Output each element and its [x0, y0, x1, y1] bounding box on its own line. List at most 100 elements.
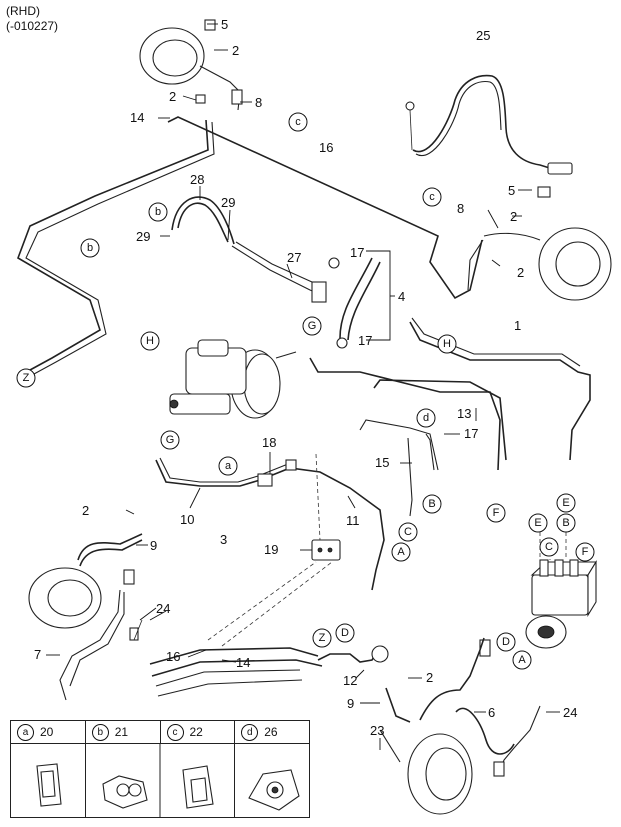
part-number-16-top: 16 [319, 140, 333, 155]
legend-header-d: d 26 [235, 721, 309, 743]
part-number-4: 4 [398, 289, 405, 304]
connector-D-lower: D [341, 627, 349, 639]
part-number-24-left: 24 [156, 601, 170, 616]
legend-letter-circle: a [17, 723, 34, 741]
part-number-25: 25 [476, 28, 490, 43]
legend-part-26: 26 [264, 725, 278, 739]
connector-F-pipe: F [493, 507, 500, 519]
part-number-11: 11 [346, 513, 360, 528]
part-number-2-bottom: 2 [426, 670, 433, 685]
connector-B-pipe: B [428, 498, 435, 510]
part-number-19: 19 [264, 542, 278, 557]
connector-F-abs: F [582, 546, 589, 558]
part-number-13: 13 [457, 406, 471, 421]
legend-letter-circle: b [91, 723, 109, 741]
connector-b-upper: b [155, 206, 161, 218]
part-number-14-lower: 14 [236, 655, 250, 670]
connector-H-left: H [146, 335, 154, 347]
part-number-28: 28 [190, 172, 204, 187]
legend-part-21: 21 [114, 725, 129, 739]
legend-letter-circle: d [241, 723, 259, 741]
part-number-23: 23 [370, 723, 384, 738]
master-cylinder-booster [169, 339, 297, 419]
legend-header-a: a 20 [11, 721, 86, 743]
top-left-backing-plate [139, 19, 243, 111]
connector-D-abs: D [502, 636, 510, 648]
connector-markers [16, 112, 595, 670]
part-number-12: 12 [343, 673, 357, 688]
clip-legend-table: a 20 b 21 c 22 d 26 [10, 720, 310, 818]
connector-a: a [225, 460, 232, 472]
part-number-17-mid: 17 [464, 426, 478, 441]
clip-22-icon [182, 765, 214, 809]
connector-A-abs: A [518, 654, 526, 666]
part-number-2-right-upper: 2 [510, 209, 517, 224]
part-number-17-lower: 17 [358, 333, 372, 348]
part-number-15: 15 [375, 455, 389, 470]
brake-pipes-13-17 [309, 357, 507, 517]
part-number-8-top: 8 [255, 95, 262, 110]
connector-Z-left: Z [23, 372, 30, 384]
part-number-14-top: 14 [130, 110, 144, 125]
legend-letter-c: c [172, 726, 178, 738]
brake-pipe-16 [17, 116, 483, 375]
legend-letter-a: a [22, 726, 29, 738]
rear-disc-assembly [379, 637, 541, 815]
brake-hose-4 [328, 257, 381, 349]
brake-hose-25 [405, 74, 573, 175]
connector-b-left: b [87, 242, 93, 254]
legend-header-c: c 22 [161, 721, 236, 743]
part-number-27: 27 [287, 250, 301, 265]
part-number-24-right: 24 [563, 705, 577, 720]
clip-20-icon [36, 763, 62, 807]
connector-C-pipe: C [404, 526, 412, 538]
legend-letter-d: d [246, 726, 253, 738]
part-number-7: 7 [34, 647, 41, 662]
connector-E-pipe: E [562, 497, 569, 509]
part-number-1: 1 [514, 318, 521, 333]
part-number-2-upper-left: 2 [169, 89, 176, 104]
part-number-29-upper: 29 [221, 195, 235, 210]
legend-part-20: 20 [40, 725, 54, 739]
part-number-8-right: 8 [457, 201, 464, 216]
variant-label: (RHD) [6, 4, 40, 18]
legend-part-22: 22 [189, 725, 203, 739]
connector-E-abs: E [534, 517, 541, 529]
legend-clip-illustrations [36, 744, 300, 818]
connector-c-right: c [429, 191, 435, 203]
brake-pipes-10-11 [155, 453, 385, 591]
part-number-3: 3 [220, 532, 227, 547]
left-wheel-assembly [28, 533, 143, 701]
connector-G-upper: G [308, 320, 317, 332]
part-number-2-top: 2 [232, 43, 239, 58]
connector-C-abs: C [545, 541, 553, 553]
connector-c-upper: c [295, 116, 301, 128]
brake-pipe-1 [409, 317, 591, 461]
leader-17-bracket [366, 250, 391, 341]
legend-header-b: b 21 [86, 721, 161, 743]
connector-G-lower: G [166, 434, 175, 446]
connector-Z-lower: Z [319, 632, 326, 644]
part-number-6: 6 [488, 705, 495, 720]
clip-21-icon [102, 775, 148, 809]
connector-H-right: H [443, 338, 451, 350]
part-number-5-top: 5 [221, 17, 228, 32]
part-number-9-left: 9 [150, 538, 157, 553]
part-number-18: 18 [262, 435, 276, 450]
connector-A-pipe: A [397, 546, 405, 558]
part-number-2-left: 2 [82, 503, 89, 518]
part-number-2-right-lower: 2 [517, 265, 524, 280]
legend-letter-circle: c [166, 723, 184, 741]
clip-26-icon [248, 769, 300, 811]
lower-pipes-14-16 [149, 561, 333, 697]
connector-B-abs: B [562, 517, 569, 529]
part-number-10: 10 [180, 512, 194, 527]
connector-d: d [423, 412, 429, 424]
part-number-16-lower: 16 [166, 649, 180, 664]
right-backing-plate [467, 186, 612, 301]
part-number-5-right: 5 [508, 183, 515, 198]
date-code-label: (-010227) [6, 19, 59, 33]
part-number-17-upper: 17 [350, 245, 364, 260]
